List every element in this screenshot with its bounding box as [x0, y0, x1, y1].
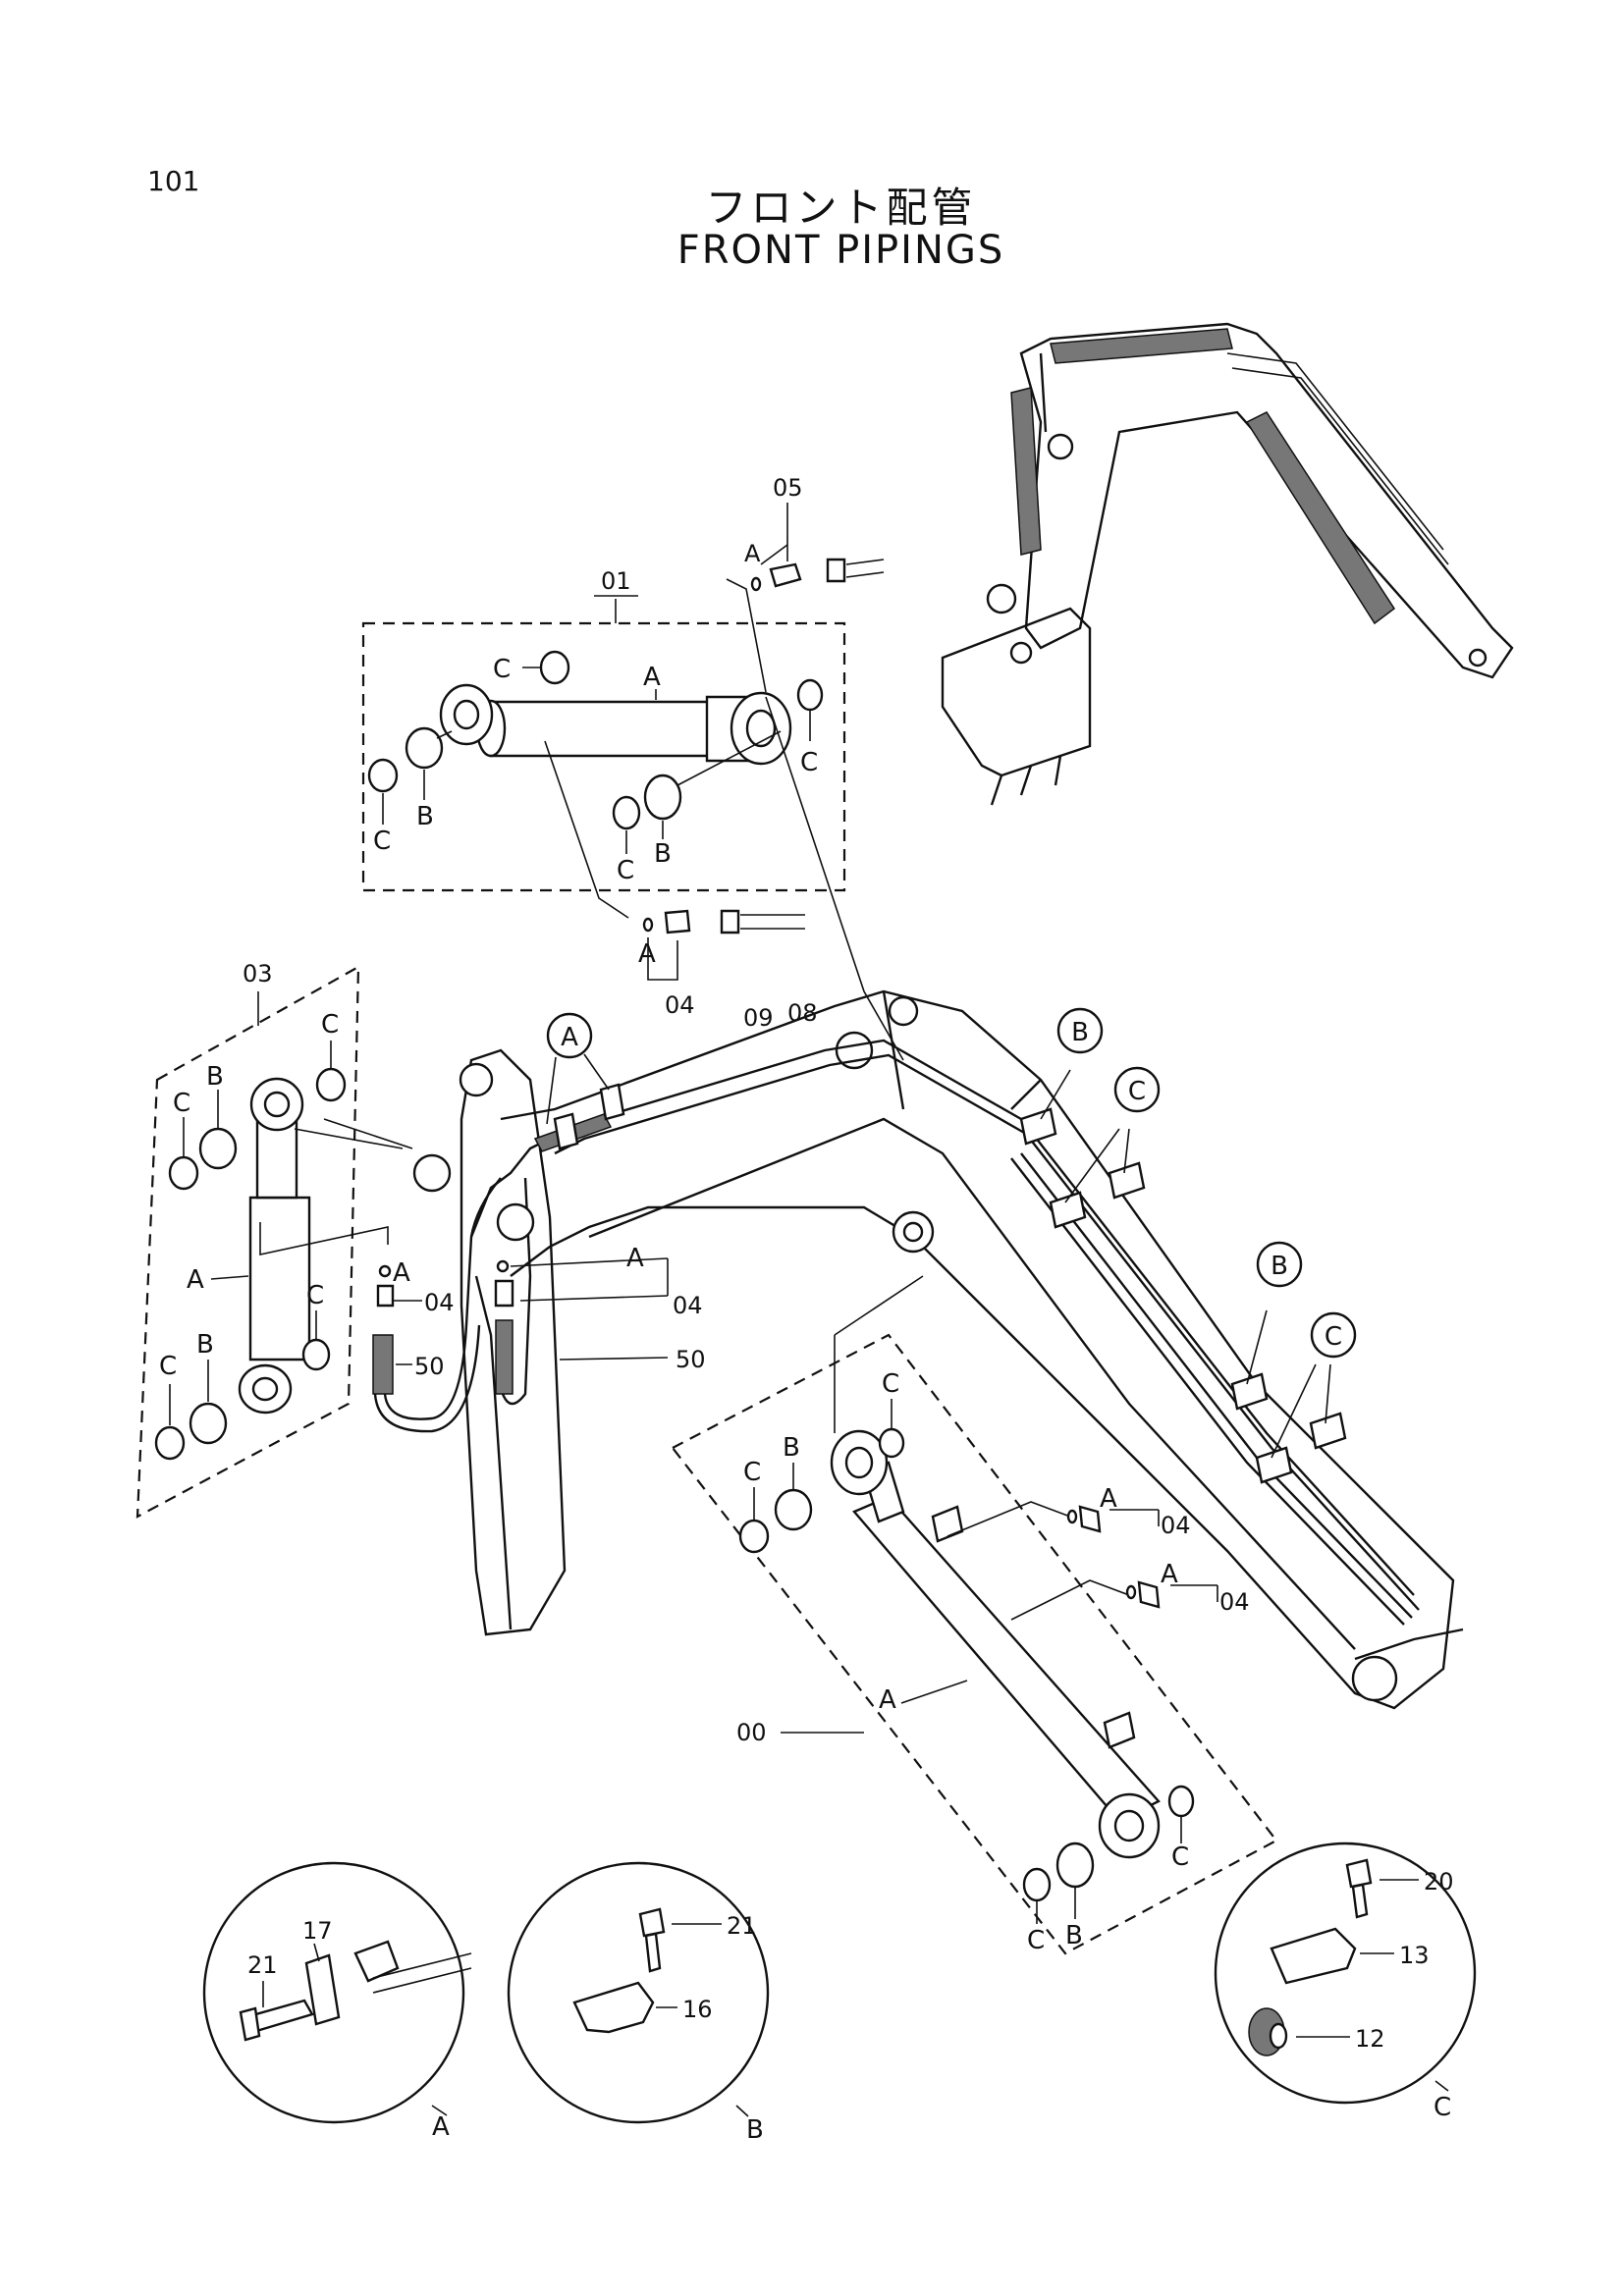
callout-a-boom[interactable]: A — [546, 1012, 610, 1125]
label-b-cyl03: B — [206, 1062, 224, 1092]
fitting-05 — [750, 503, 885, 592]
label-detail-b: B — [746, 2115, 764, 2145]
label-a-05: A — [744, 540, 761, 567]
label-c-cyl00-right: C — [1171, 1842, 1189, 1872]
callout-b-boom-lower[interactable]: B — [1256, 1241, 1303, 1288]
label-03: 03 — [243, 960, 273, 988]
label-c-cyl01-right: C — [800, 748, 818, 777]
label-17: 17 — [302, 1917, 333, 1945]
label-04-cyl00-upper: 04 — [1161, 1512, 1191, 1539]
label-04-cyl00-lower: 04 — [1219, 1588, 1250, 1616]
label-c-cyl00-left: C — [743, 1458, 761, 1487]
label-c-cyl01-top: C — [493, 655, 511, 684]
part-labels: 01 05 A A C C C B C B A 04 03 C C B A C … — [159, 474, 1454, 2145]
label-b-cyl00-bottom: B — [1065, 1921, 1083, 1950]
label-a-cyl00: A — [879, 1685, 896, 1715]
label-b-cyl03-bottom: B — [196, 1330, 214, 1360]
label-c-cyl03-left: C — [173, 1089, 190, 1118]
page-number: 101 — [147, 165, 200, 197]
label-21-detail-b: 21 — [727, 1912, 757, 1940]
detail-view-b[interactable] — [507, 1861, 770, 2124]
svg-text:C: C — [1325, 1322, 1342, 1352]
svg-text:A: A — [561, 1023, 578, 1052]
page-title-japanese: フロント配管 — [705, 184, 977, 232]
detail-view-c[interactable] — [1214, 1842, 1477, 2105]
label-13: 13 — [1399, 1942, 1430, 1969]
label-01: 01 — [601, 567, 631, 595]
label-b-cyl01-left: B — [416, 802, 434, 831]
detail-view-a[interactable] — [202, 1861, 472, 2124]
label-12: 12 — [1355, 2025, 1385, 2053]
label-21-detail-a: 21 — [247, 1951, 278, 1979]
label-detail-c: C — [1434, 2093, 1451, 2122]
label-c-cyl03-right: C — [306, 1281, 324, 1310]
label-50-center: 50 — [676, 1346, 706, 1373]
cylinder-01-group — [361, 578, 904, 1061]
fitting-04-upper — [642, 909, 805, 981]
label-c-cyl00-top: C — [882, 1369, 899, 1399]
label-00: 00 — [736, 1719, 767, 1746]
svg-text:C: C — [1128, 1077, 1146, 1106]
callout-c-boom-lower[interactable]: C — [1310, 1311, 1357, 1359]
label-c-cyl00-bottom: C — [1027, 1926, 1045, 1955]
cylinder-03-group — [135, 965, 404, 1519]
callout-c-boom-upper[interactable]: C — [1113, 1066, 1161, 1113]
label-16: 16 — [682, 1996, 713, 2023]
label-b-cyl01-bottom: B — [654, 839, 672, 869]
label-a-fit04-left: A — [393, 1258, 410, 1288]
label-detail-a: A — [432, 2112, 450, 2142]
svg-text:B: B — [1071, 1018, 1089, 1047]
label-a-fit04-cyl00-upper: A — [1100, 1484, 1117, 1514]
page-title-english: FRONT PIPINGS — [676, 228, 1005, 273]
cylinder-00-group — [671, 1333, 1278, 1955]
label-05: 05 — [773, 474, 803, 502]
label-a-fit04-center: A — [626, 1244, 644, 1273]
label-04-left: 04 — [424, 1289, 455, 1316]
label-a-cyl01: A — [643, 663, 661, 692]
label-b-cyl00: B — [783, 1433, 800, 1463]
label-04-upper: 04 — [665, 991, 695, 1019]
label-50-left: 50 — [414, 1353, 445, 1380]
callout-b-boom-upper[interactable]: B — [1056, 1007, 1104, 1054]
label-09: 09 — [743, 1004, 774, 1032]
svg-text:B: B — [1271, 1252, 1288, 1281]
label-04-center: 04 — [673, 1292, 703, 1319]
label-c-cyl03-bottom: C — [159, 1352, 177, 1381]
label-20: 20 — [1424, 1868, 1454, 1896]
label-a-fit04-upper: A — [638, 939, 656, 969]
label-08: 08 — [787, 999, 818, 1027]
label-c-cyl01-bottom: C — [617, 856, 634, 885]
label-a-cyl03: A — [187, 1265, 204, 1295]
label-a-fit04-cyl00-lower: A — [1161, 1560, 1178, 1589]
label-c-cyl03-top: C — [321, 1010, 339, 1040]
label-c-cyl01-left: C — [373, 827, 391, 856]
boom-assembly — [323, 989, 1464, 1710]
overview-excavator-illustration — [941, 322, 1514, 806]
hose-50-center — [494, 1177, 669, 1406]
hose-50-left — [372, 1177, 502, 1433]
